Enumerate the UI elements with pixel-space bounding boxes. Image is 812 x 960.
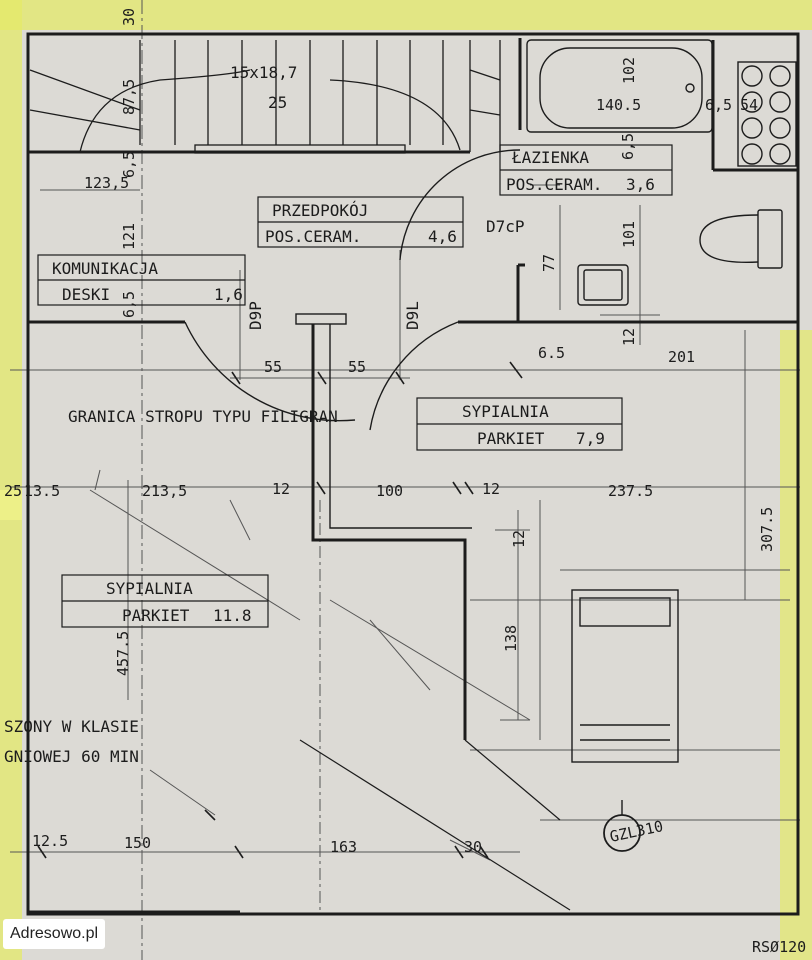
stairs-size: 15x18,7 [230,63,297,82]
toilet-bowl [699,214,759,264]
door-d9l: D9L [403,301,422,330]
dim-140-5: 140.5 [596,96,641,114]
dim-102: 102 [620,57,638,84]
bed [571,589,679,763]
dim-12a: 12 [620,328,638,346]
door-swings [184,149,521,431]
door-d7cp: D7cP [486,217,525,236]
dim-77: 77 [540,254,558,272]
corridor-name: KOMUNIKACJA [52,259,158,278]
corridor-area: 1,6 [214,285,243,304]
corridor-floor: DESKI [62,285,110,304]
bathtub-inner [539,47,703,129]
dim-121: 121 [120,223,138,250]
dim-25: 25 [4,482,22,500]
bedroom-right-area: 7,9 [576,429,605,448]
dim-237-5: 237.5 [608,482,653,500]
slab-note: GRANICA STROPU TYPU FILIGRAN [68,407,338,426]
bedroom-right-floor: PARKIET [477,429,545,448]
dim-307-5: 307.5 [758,507,776,552]
dim-55b: 55 [348,358,366,376]
corner-label: RSØ120 [752,938,806,956]
staircase [29,40,501,154]
dim-163: 163 [330,838,357,856]
dim-12c: 12 [482,480,500,498]
highlight-top [0,0,812,30]
bathtub-drain [685,83,695,93]
watermark-badge: Adresowo.pl [3,919,106,949]
dim-6-5a: 6,5 [120,151,138,178]
bathroom-name: ŁAZIENKA [511,148,589,167]
partition-wall [311,322,467,740]
diagonal-line-2 [464,739,561,821]
dim-138: 138 [502,625,520,652]
column-label: GZL310 [608,817,665,846]
dim-457-5: 457.5 [114,631,132,676]
hall-area: 4,6 [428,227,457,246]
dim-6-5e: 6.5 [538,344,565,362]
bathroom-fixtures [526,39,797,306]
highlight-right [780,330,812,960]
highlight-left [0,0,22,960]
dim-150: 150 [124,834,151,852]
fire-note-line2: GNIOWEJ 60 MIN [4,747,139,766]
toilet-tank [757,209,783,269]
dim-201: 201 [668,348,695,366]
room-label-boxes [37,144,673,628]
bathroom-floor: POS.CERAM. [506,175,602,194]
dim-30b: 30 [464,838,482,856]
dim-6-5d: 6,5 [619,133,637,160]
walls [26,32,800,916]
dim-100: 100 [376,482,403,500]
highlight-mark [0,490,22,520]
bedroom-left-name: SYPIALNIA [106,579,193,598]
dim-12d: 12 [510,530,528,548]
dim-213-5: 213,5 [142,482,187,500]
dim-55a: 55 [264,358,282,376]
construction-lines [10,0,800,960]
door-d9p: D9P [246,301,265,330]
dim-54: 54 [740,96,758,114]
dim-13-5: 13.5 [24,482,60,500]
dim-12b: 12 [272,480,290,498]
sink-inner [583,269,623,301]
bathtub [526,39,713,133]
bedroom-right-name: SYPIALNIA [462,402,549,421]
stairs-count: 25 [268,93,287,112]
dimension-ticks [37,361,523,859]
diagonal-line [299,739,571,911]
hall-name: PRZEDPOKÓJ [272,201,368,220]
heater [737,61,797,167]
dim-87-5: 87,5 [120,79,138,115]
dim-6-5c: 6,5 [705,96,732,114]
bedroom-left-area: 11.8 [213,606,252,625]
dim-6-5b: 6,5 [120,291,138,318]
dim-101: 101 [620,221,638,248]
bedroom-left-floor: PARKIET [122,606,190,625]
dim-123-5: 123,5 [84,174,129,192]
dim-30: 30 [120,8,138,26]
partition-head [295,313,347,325]
partition-line [329,322,472,529]
hall-floor: POS.CERAM. [265,227,361,246]
fire-note-line1: SZONY W KLASIE [4,717,139,736]
dim-12-5: 12.5 [32,832,68,850]
bathroom-area: 3,6 [626,175,655,194]
sink [577,264,629,306]
